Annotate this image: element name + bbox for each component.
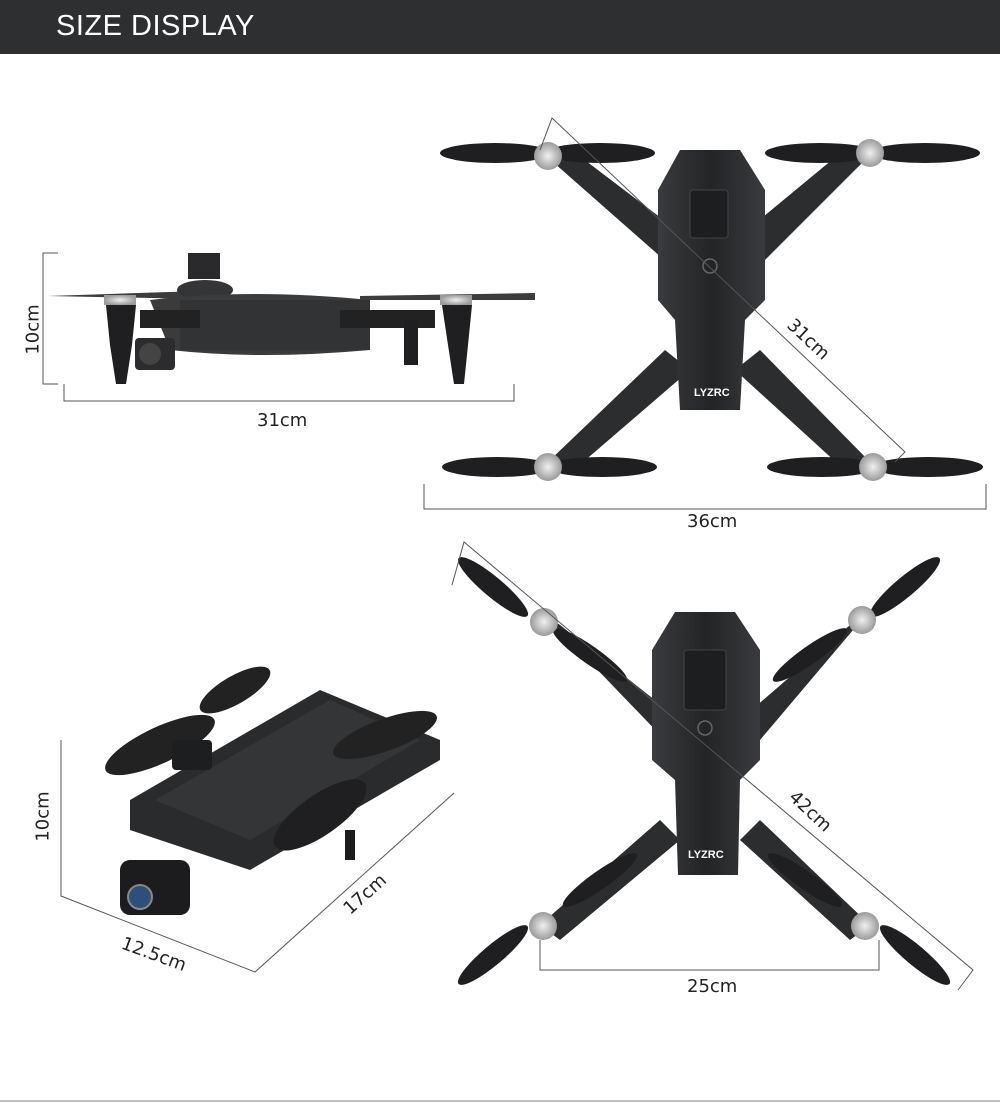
top-view-folded-dimension-lines (423, 117, 987, 510)
top-view-unfolded-drone (457, 557, 951, 985)
header-bar: SIZE DISPLAY (0, 0, 1000, 54)
side-view-height-label: 10cm (22, 304, 44, 355)
page-title: SIZE DISPLAY (56, 10, 255, 42)
perspective-dimension-lines (60, 740, 455, 973)
brand-logo: LYZRC (694, 387, 730, 399)
perspective-height-label: 10cm (32, 791, 54, 842)
top-folded-width-label: 36cm (687, 511, 738, 532)
top-view-folded-drone (440, 139, 983, 481)
top-unfolded-width-label: 25cm (687, 976, 738, 997)
brand-logo-2: LYZRC (688, 849, 724, 861)
folded-perspective-drone (105, 666, 440, 915)
side-view-dimension-lines (42, 252, 515, 402)
top-view-unfolded-dimension-lines (451, 541, 974, 991)
side-view-drone (48, 253, 535, 384)
size-display-canvas: LYZRC (0, 54, 1000, 1103)
side-view-width-label: 31cm (257, 410, 308, 431)
bottom-divider (0, 1100, 1000, 1102)
